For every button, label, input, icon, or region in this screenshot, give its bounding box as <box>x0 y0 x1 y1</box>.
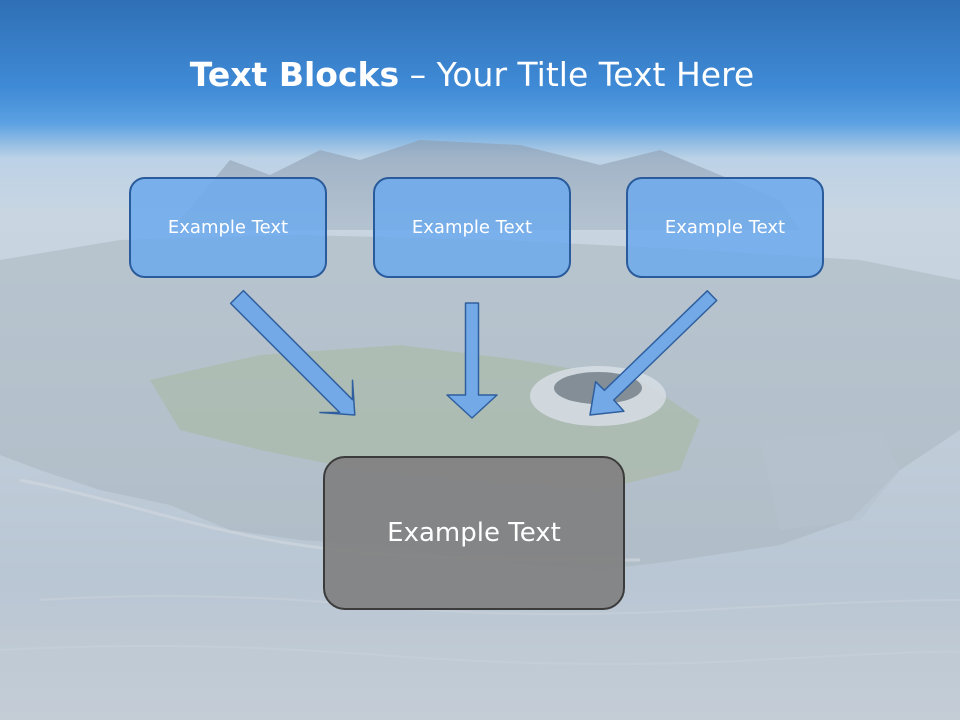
main-text-block[interactable]: Example Text <box>323 456 625 610</box>
text-block-left[interactable]: Example Text <box>129 177 327 278</box>
title-rest: – Your Title Text Here <box>399 55 755 94</box>
text-block-right[interactable]: Example Text <box>626 177 824 278</box>
text-block-center[interactable]: Example Text <box>373 177 571 278</box>
page-title: Text Blocks – Your Title Text Here <box>0 52 944 98</box>
title-bold: Text Blocks <box>189 55 400 94</box>
